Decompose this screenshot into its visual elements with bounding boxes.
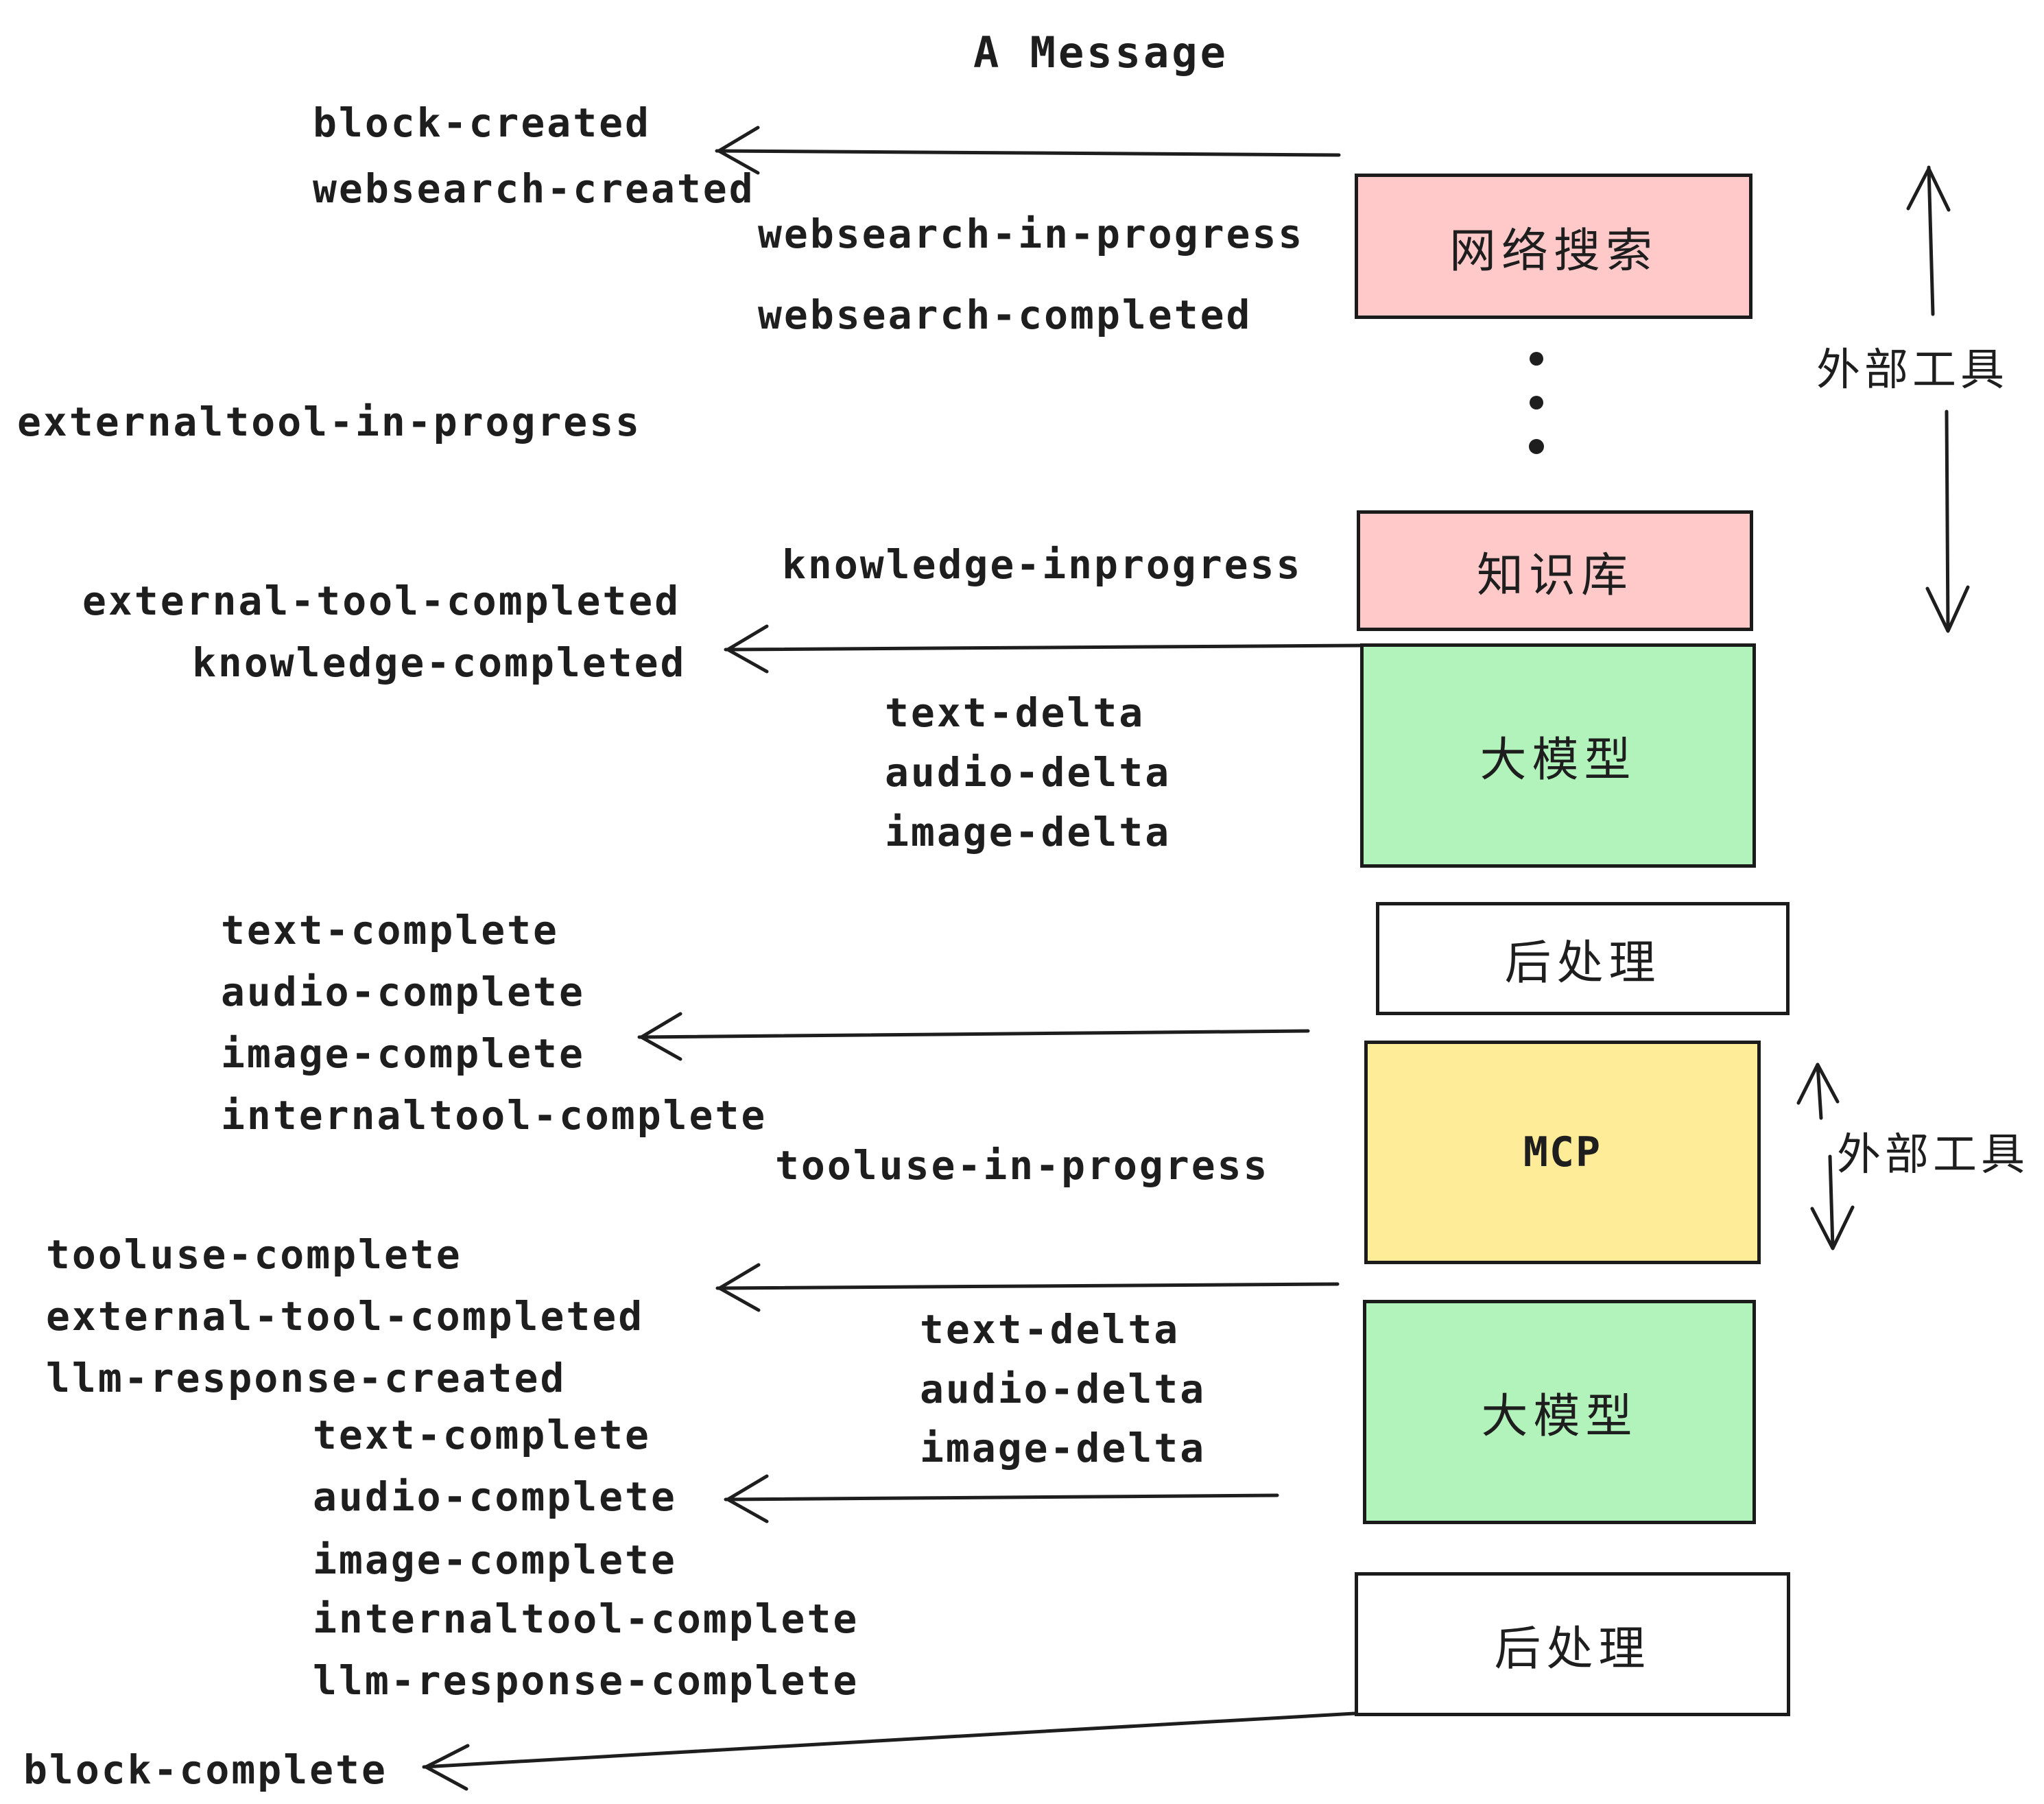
event-label-text-complete-1: text-complete (221, 907, 559, 953)
event-label-block-created: block-created (313, 99, 651, 146)
event-label-llm-response-created: llm-response-created (46, 1355, 567, 1401)
event-label-image-delta-1: image-delta (885, 809, 1172, 855)
event-label-websearch-created: websearch-created (313, 165, 755, 212)
page-title: A Message (973, 27, 1228, 78)
event-label-text-complete-2: text-complete (313, 1412, 651, 1458)
event-label-tooluse-in-progress: tooluse-in-progress (775, 1142, 1270, 1189)
event-label-audio-delta-1: audio-delta (885, 749, 1172, 796)
arrow-to-audio-complete (724, 1474, 1279, 1523)
arrow-to-tooluse-complete (715, 1263, 1340, 1312)
event-label-llm-response-complete: llm-response-complete (313, 1657, 859, 1704)
arrow-to-knowledge-completed (724, 624, 1364, 674)
event-label-audio-complete-2: audio-complete (313, 1473, 677, 1520)
mcp-external-down-arrow (1810, 1154, 1855, 1250)
event-label-websearch-in-progress: websearch-in-progress (758, 211, 1305, 257)
event-label-knowledge-inprogress: knowledge-inprogress (782, 541, 1303, 588)
event-label-websearch-completed: websearch-completed (758, 292, 1252, 338)
box-llm-1: 大模型 (1360, 643, 1756, 868)
arrow-to-image-complete (637, 1012, 1310, 1061)
box-llm-1-label: 大模型 (1479, 734, 1637, 786)
ellipsis-dots (1529, 352, 1544, 454)
event-label-externaltool-in-progress: externaltool-in-progress (17, 399, 642, 445)
box-postprocess-1-label: 后处理 (1504, 937, 1661, 989)
external-tools-annotation-top: 外部工具 (1816, 345, 2008, 394)
event-label-external-tool-completed-2: external-tool-completed (46, 1293, 645, 1340)
box-llm-2-label: 大模型 (1481, 1390, 1638, 1443)
event-label-internaltool-complete-2: internaltool-complete (313, 1595, 859, 1642)
external-tools-down-arrow (1925, 410, 1970, 633)
event-label-internaltool-complete-1: internaltool-complete (221, 1092, 768, 1139)
event-label-external-tool-completed: external-tool-completed (82, 578, 681, 624)
event-label-image-complete-2: image-complete (313, 1536, 677, 1583)
box-postprocess-2: 后处理 (1355, 1572, 1790, 1716)
event-label-image-complete-1: image-complete (221, 1030, 585, 1077)
box-mcp: MCP (1364, 1041, 1761, 1264)
external-tools-up-arrow (1906, 165, 1951, 316)
box-knowledge: 知识库 (1357, 510, 1753, 631)
event-label-image-delta-2: image-delta (920, 1425, 1207, 1471)
box-mcp-label: MCP (1523, 1128, 1602, 1176)
event-label-audio-complete-1: audio-complete (221, 969, 585, 1015)
arrow-to-block-complete (422, 1711, 1357, 1791)
event-label-tooluse-complete: tooluse-complete (46, 1231, 462, 1278)
arrow-to-block-created (715, 126, 1341, 175)
event-label-knowledge-completed: knowledge-completed (192, 639, 687, 686)
event-label-block-complete: block-complete (23, 1746, 388, 1793)
box-postprocess-1: 后处理 (1376, 902, 1790, 1015)
event-label-text-delta-1: text-delta (885, 689, 1145, 736)
box-websearch-label: 网络搜索 (1449, 224, 1658, 277)
box-knowledge-label: 知识库 (1476, 549, 1633, 602)
mcp-external-up-arrow (1796, 1063, 1840, 1120)
external-tools-annotation-mcp: 外部工具 (1837, 1130, 2029, 1179)
box-postprocess-2-label: 后处理 (1494, 1622, 1651, 1675)
box-llm-2: 大模型 (1363, 1300, 1756, 1524)
event-label-text-delta-2: text-delta (920, 1306, 1180, 1353)
box-websearch: 网络搜索 (1355, 174, 1752, 319)
event-label-audio-delta-2: audio-delta (920, 1366, 1207, 1412)
